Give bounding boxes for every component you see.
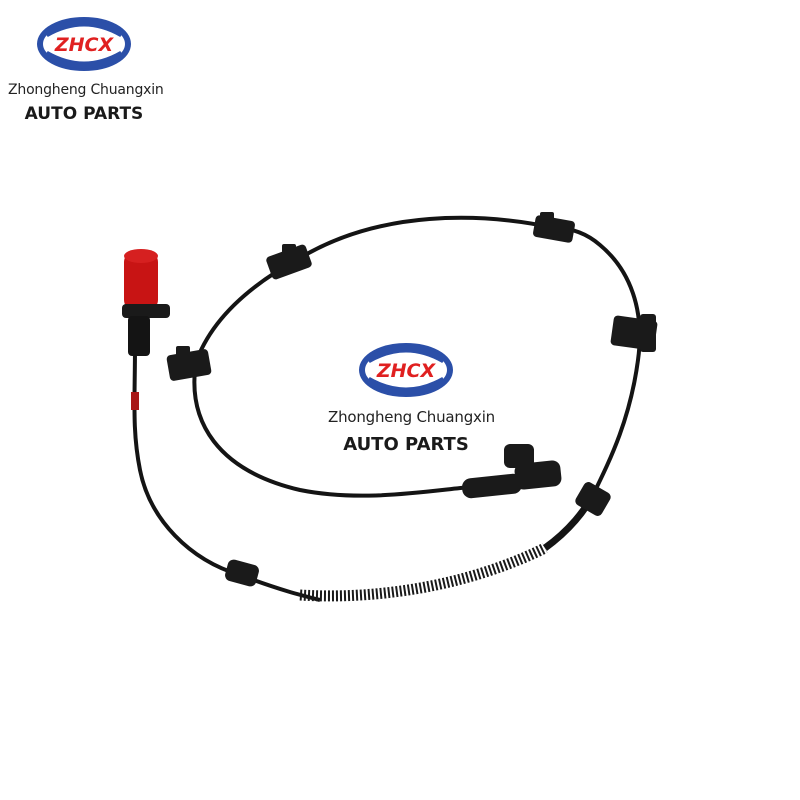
watermark-company-name: Zhongheng Chuangxin (328, 408, 495, 426)
cable-clip (166, 346, 212, 381)
cable-clip (575, 482, 611, 516)
cable-clip (266, 244, 312, 280)
zhcx-logo-icon: ZHCX (359, 343, 453, 397)
cable-clip (610, 314, 658, 352)
corrugated-sleeve (299, 543, 548, 602)
company-name: Zhongheng Chuangxin (8, 82, 164, 98)
cable-clip (225, 559, 259, 587)
sensor-cable (132, 344, 321, 602)
cable-clip (533, 212, 575, 243)
tagline: AUTO PARTS (24, 104, 144, 124)
watermark-tagline: AUTO PARTS (343, 434, 469, 455)
watermark-logo-letters: ZHCX (376, 360, 437, 382)
zhcx-logo-icon: ZHCX (37, 17, 131, 71)
electrical-connector (462, 444, 562, 499)
logo-letters: ZHCX (54, 34, 115, 56)
brand-logo: ZHCX Zhongheng Chuangxin AUTO PARTS (8, 12, 164, 124)
watermark-logo: ZHCX Zhongheng Chuangxin AUTO PARTS (328, 338, 495, 455)
sensor-head (122, 249, 170, 410)
